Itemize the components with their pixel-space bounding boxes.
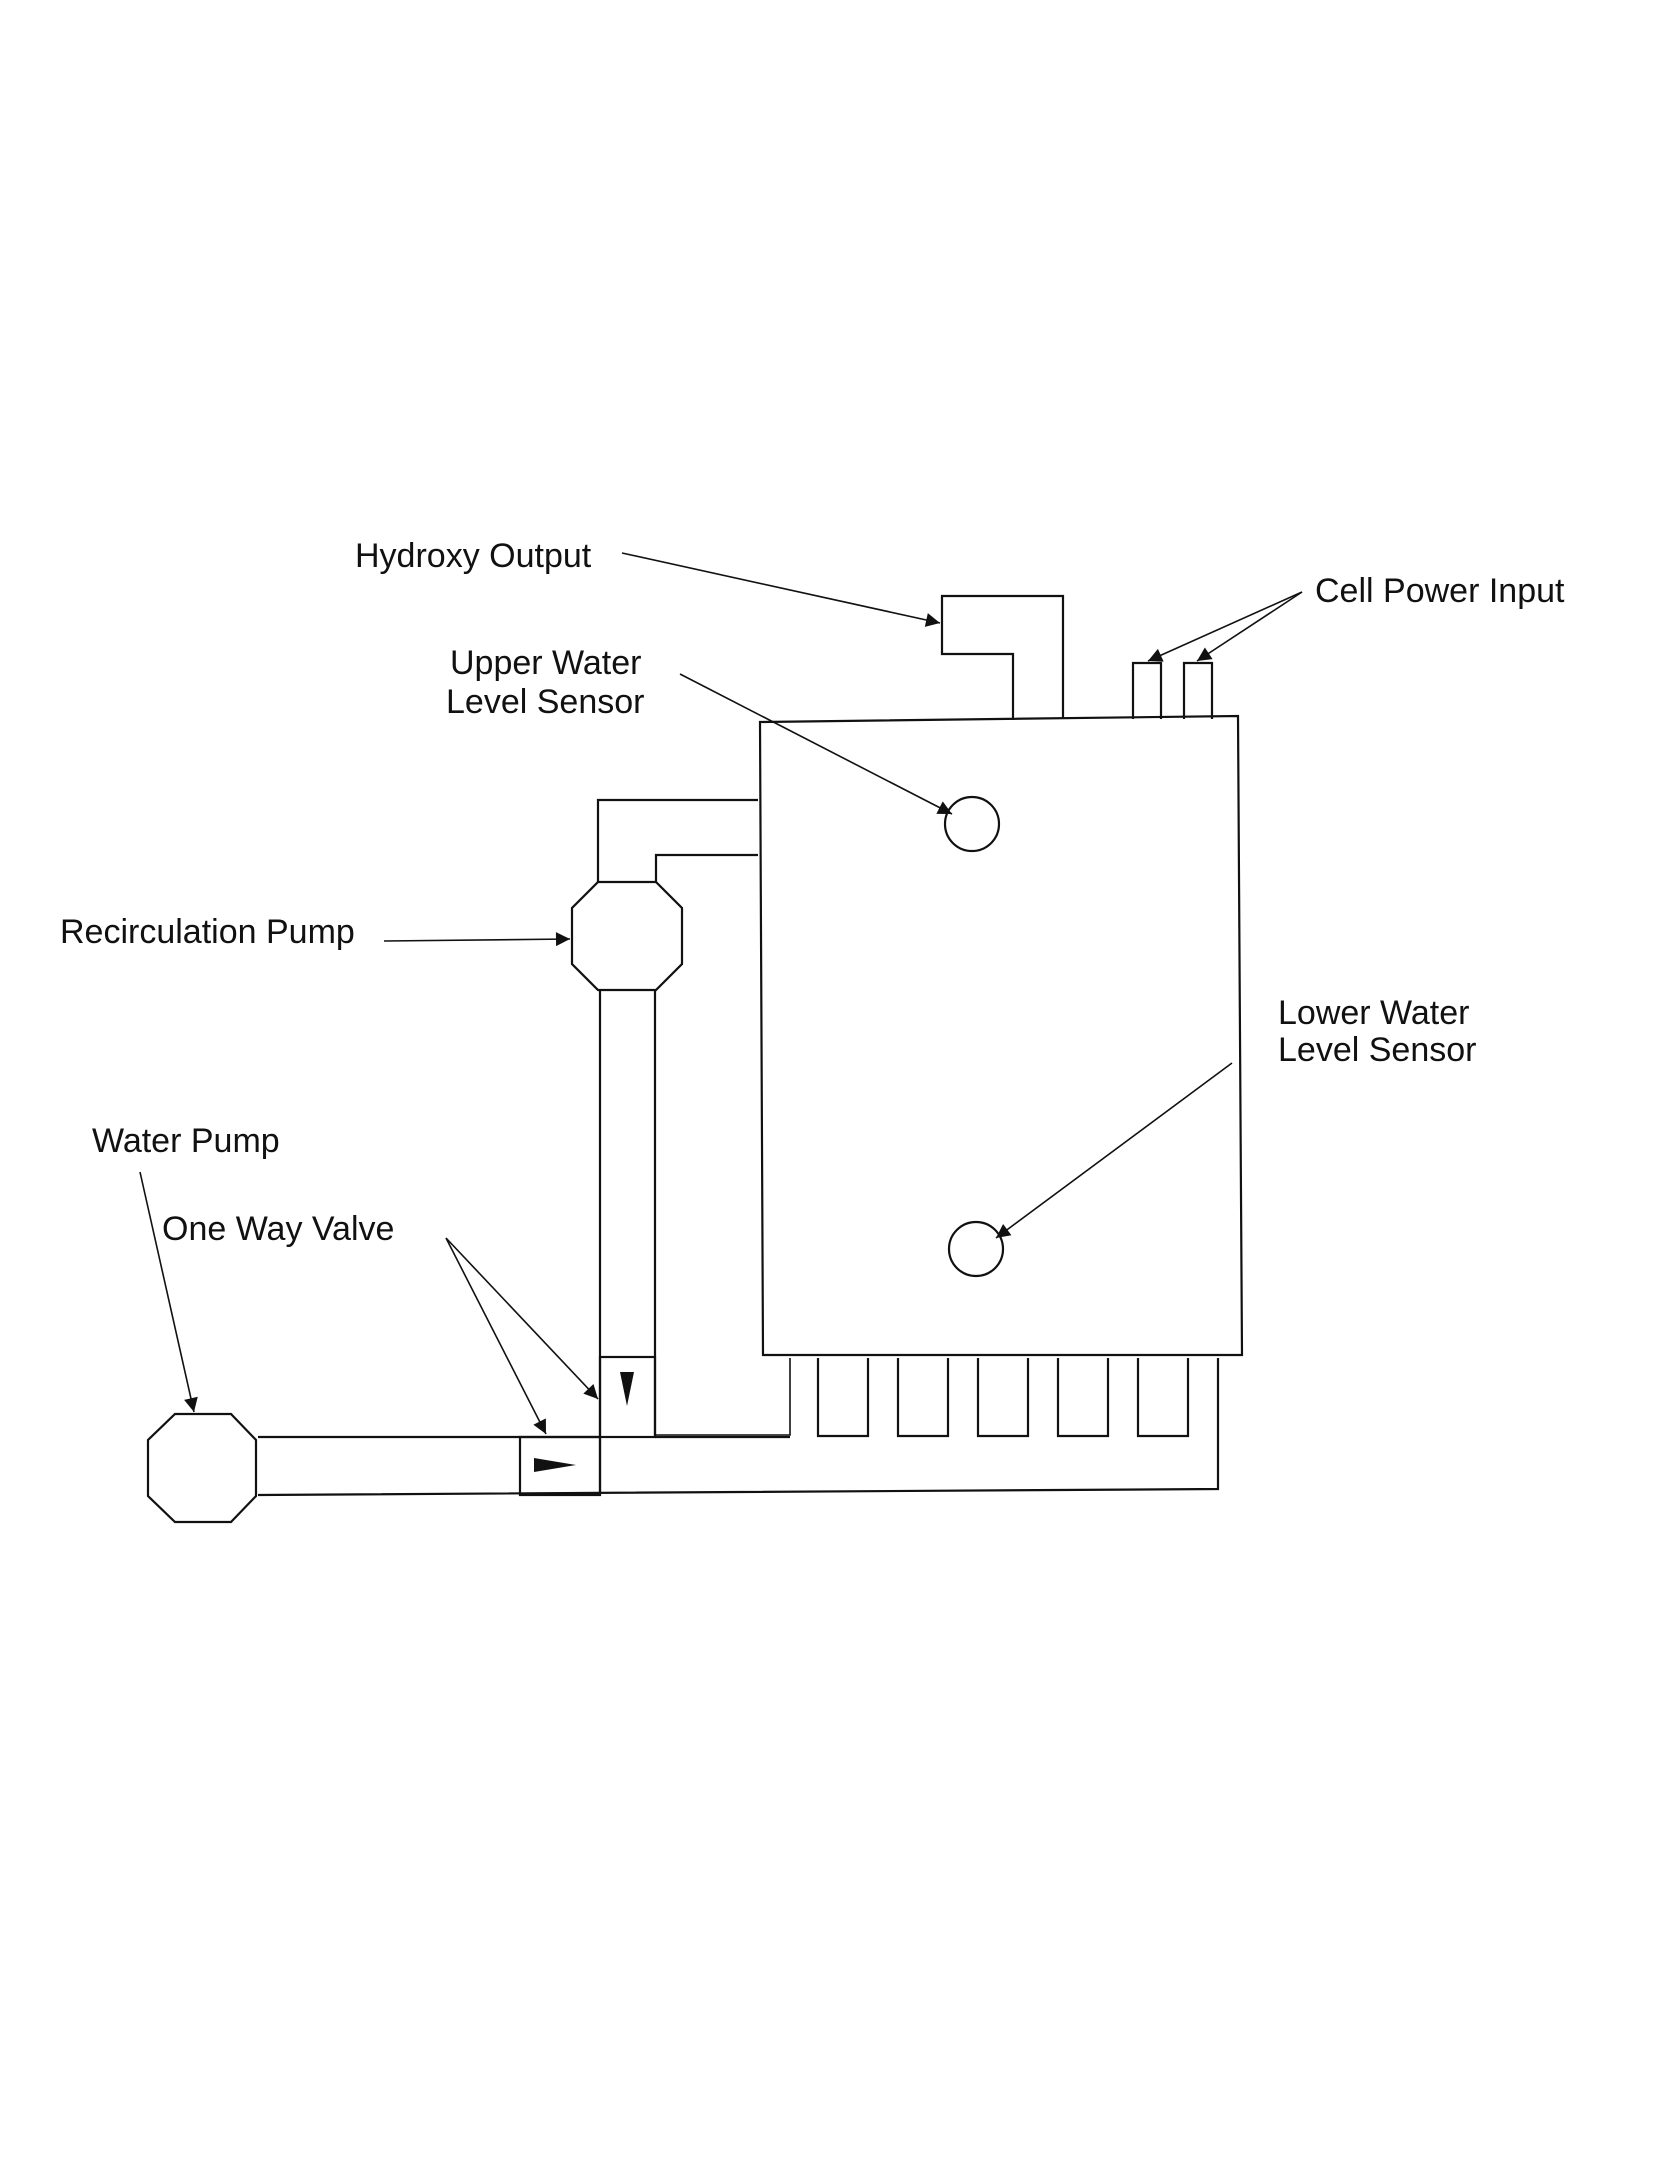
lower-water-level-sensor: [947, 1220, 1005, 1278]
upper-sensor-label-line1: Upper Water: [450, 644, 641, 682]
power-terminal-right: [1182, 661, 1214, 719]
water-pump-leader: [139, 1171, 198, 1413]
cell-body: [758, 714, 1244, 1357]
cell-power-leader-2: [1196, 591, 1303, 662]
upper-sensor-leader: [679, 673, 953, 815]
cell-power-leader-1: [1147, 591, 1303, 662]
water-pump: [146, 1412, 258, 1524]
hydroxy-output-leader: [621, 552, 941, 627]
recirculation-pipe-vertical: [598, 990, 657, 1437]
recirculation-pump-leader: [383, 932, 571, 947]
hydroxy-output-pipe: [940, 594, 1065, 720]
cell-power-input-label: Cell Power Input: [1315, 572, 1565, 610]
lower-sensor-label-line2: Level Sensor: [1278, 1031, 1476, 1069]
recirculation-pump: [570, 880, 684, 992]
valve-arrow-down-icon: [620, 1372, 634, 1406]
hydroxy-output-label: Hydroxy Output: [355, 537, 592, 575]
recirculation-pump-label: Recirculation Pump: [60, 913, 355, 951]
one-way-valve-leader-1: [445, 1237, 547, 1435]
one-way-valve-vertical: [598, 1355, 657, 1439]
valve-arrow-right-icon: [534, 1458, 576, 1472]
power-terminal-left: [1131, 661, 1163, 719]
cell-outlet-tubes: [816, 1358, 1190, 1438]
water-pump-label: Water Pump: [92, 1122, 280, 1160]
lower-sensor-leader: [995, 1062, 1233, 1239]
recirculation-pipe-upper-inner: [654, 853, 758, 882]
recirculation-return-line: [655, 1358, 791, 1436]
one-way-valve-label: One Way Valve: [162, 1210, 394, 1248]
one-way-valve-leader-2: [445, 1237, 599, 1400]
lower-sensor-label-line1: Lower Water: [1278, 994, 1469, 1032]
bottom-manifold-lower: [257, 1358, 1220, 1497]
upper-water-level-sensor: [943, 795, 1001, 853]
upper-sensor-label-line2: Level Sensor: [446, 683, 644, 721]
recirculation-pipe-upper: [596, 798, 758, 882]
